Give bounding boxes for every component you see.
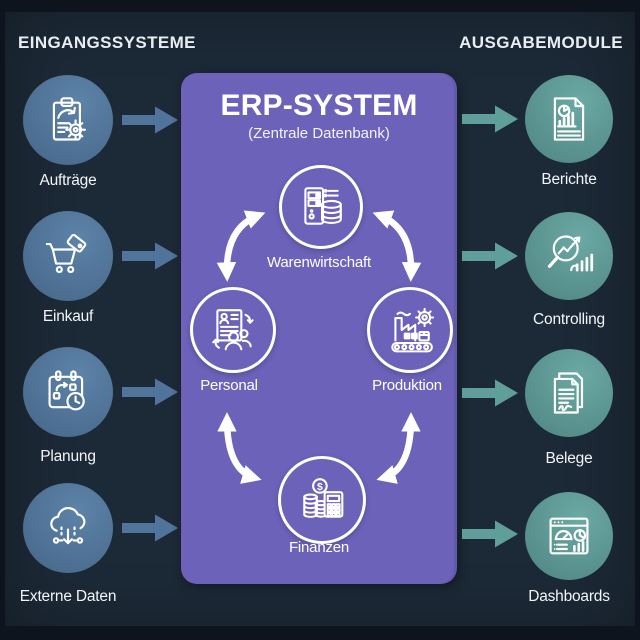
erp-system-box: ERP-SYSTEM (Zentrale Datenbank) — [181, 73, 457, 584]
output-node-dashboards — [525, 492, 613, 580]
input-node-auftraege — [23, 75, 113, 165]
frame-right — [635, 0, 640, 640]
input-column-header: EINGANGSSYSTEME — [18, 33, 196, 52]
erp-module-label: Personal — [200, 377, 258, 394]
server-database-icon — [304, 187, 342, 225]
cart-tag-icon — [45, 233, 87, 274]
input-label: Planung — [40, 448, 96, 465]
svg-text:$: $ — [317, 482, 323, 493]
input-node-planung — [23, 347, 113, 437]
output-column-header: AUSGABEMODULE — [459, 33, 623, 52]
input-node-externe-daten — [23, 483, 113, 573]
input-arrow — [122, 242, 178, 270]
input-label: Einkauf — [42, 308, 94, 325]
erp-module-label: Produktion — [372, 377, 442, 394]
input-arrow — [122, 378, 178, 406]
cycle-arrow-personal-finanzen — [217, 412, 262, 484]
frame-bottom — [0, 626, 640, 640]
report-chart-icon — [553, 97, 585, 141]
input-arrow — [122, 514, 178, 542]
erp-node-produktion — [367, 287, 453, 373]
erp-module-label: Warenwirtschaft — [267, 254, 371, 271]
output-label: Belege — [545, 450, 593, 467]
signed-documents-icon — [553, 372, 584, 414]
output-arrow — [462, 520, 518, 548]
cycle-arrow-ww-produktion — [372, 210, 422, 282]
output-arrow — [462, 379, 518, 407]
coins-calculator-icon: $ — [303, 478, 344, 518]
magnifier-chart-icon — [547, 235, 594, 272]
erp-node-finanzen: $ — [278, 456, 366, 544]
erp-module-label: Finanzen — [288, 539, 350, 556]
output-node-controlling — [525, 212, 613, 300]
cycle-arrows — [216, 210, 422, 484]
output-label: Controlling — [533, 311, 605, 328]
erp-node-personal — [190, 287, 276, 373]
hr-document-people-icon — [212, 309, 254, 351]
input-node-einkauf — [23, 211, 113, 301]
output-label: Berichte — [541, 171, 597, 188]
erp-node-warenwirtschaft — [279, 165, 363, 249]
cycle-arrow-produktion-finanzen — [376, 412, 421, 484]
output-arrow — [462, 242, 518, 270]
factory-gear-icon — [391, 307, 435, 353]
output-label: Dashboards — [528, 588, 610, 605]
erp-subtitle: (Zentrale Datenbank) — [248, 125, 390, 142]
input-label: Aufträge — [39, 172, 97, 189]
frame-left — [0, 0, 5, 640]
output-node-berichte — [525, 75, 613, 163]
clipboard-gear-icon — [52, 97, 86, 141]
dashboard-window-icon — [549, 517, 589, 555]
cloud-data-icon — [50, 506, 86, 545]
input-label: Externe Daten — [19, 588, 117, 605]
output-node-belege — [525, 349, 613, 437]
erp-title: ERP-SYSTEM — [220, 89, 418, 122]
cycle-arrow-ww-personal — [216, 210, 266, 282]
output-arrow — [462, 105, 518, 133]
frame-top — [0, 0, 640, 12]
calendar-clock-icon — [48, 370, 85, 411]
input-arrow — [122, 106, 178, 134]
